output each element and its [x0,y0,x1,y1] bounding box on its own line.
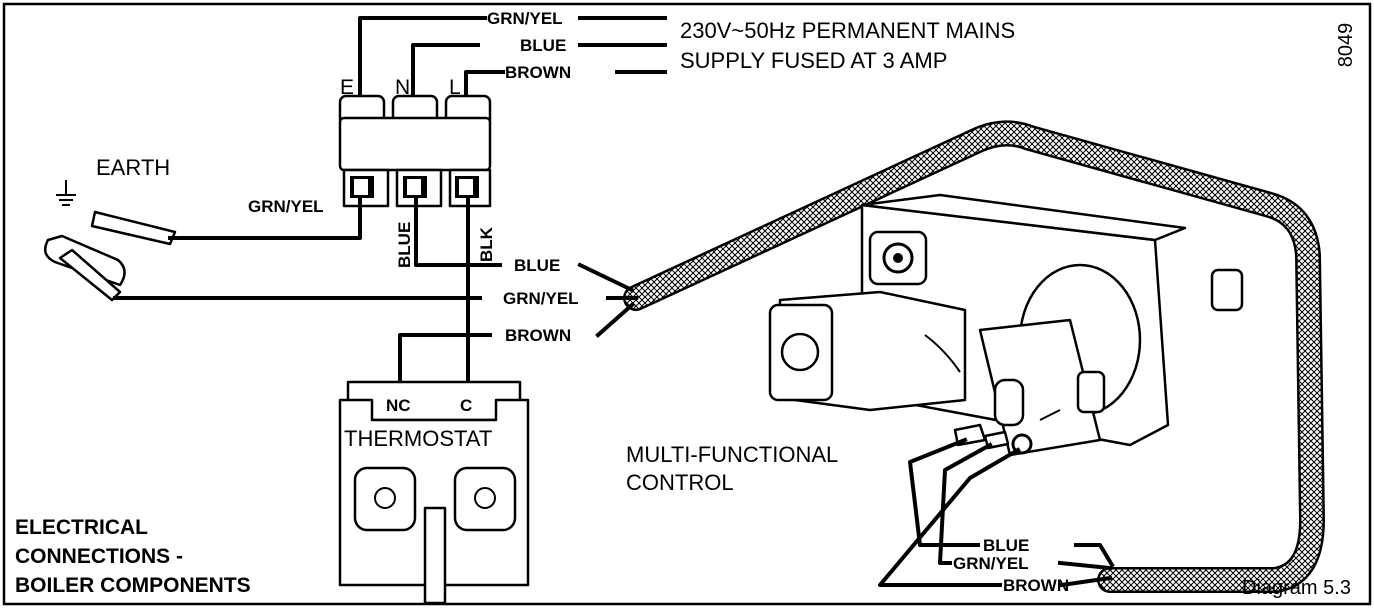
terminal-label-e: E [340,76,354,99]
wire-label-low-brown: BROWN [1003,576,1069,595]
internal-wires [113,198,638,392]
control-label-line1: MULTI-FUNCTIONAL [626,442,838,467]
wire-label-mid-brown: BROWN [505,326,571,345]
cable-sleeve [623,120,1325,593]
supply-text-line1: 230V~50Hz PERMANENT MAINS [680,18,1015,43]
wire-label-mid-blue: BLUE [514,256,560,275]
thermostat-body [338,380,530,605]
wire-label-blue-vertical: BLUE [395,222,414,268]
multi-functional-control [768,193,1244,457]
wire-label-top-blue: BLUE [520,36,566,55]
wire-label-low-grnyel: GRN/YEL [953,554,1029,573]
wire-label-earth-grnyel: GRN/YEL [248,197,324,216]
figure-number: 8049 [1335,23,1357,68]
thermostat-label: THERMOSTAT [344,426,492,451]
wire-label-low-blue: BLUE [983,536,1029,555]
wire-label-top-grnyel: GRN/YEL [487,9,563,28]
supply-text-line2: SUPPLY FUSED AT 3 AMP [680,48,947,73]
earth-spade-connectors [43,210,177,302]
wire-label-blk-vertical: BLK [477,226,496,262]
wire-label-top-brown: BROWN [505,63,571,82]
terminal-label-l: L [449,76,461,99]
earth-symbol [56,180,76,206]
earth-label: EARTH [96,155,170,180]
title-line3: BOILER COMPONENTS [15,574,251,597]
title-line2: CONNECTIONS - [15,545,183,568]
title-line1: ELECTRICAL [15,516,148,539]
terminal-block [338,94,492,208]
diagram-reference: Diagram 5.3 [1242,577,1351,599]
thermostat-terminal-nc: NC [386,396,411,415]
control-wires [878,437,1115,588]
control-label-line2: CONTROL [626,470,734,495]
terminal-label-n: N [395,76,410,99]
thermostat-terminal-c: C [460,396,472,415]
wire-label-mid-grnyel: GRN/YEL [503,289,579,308]
